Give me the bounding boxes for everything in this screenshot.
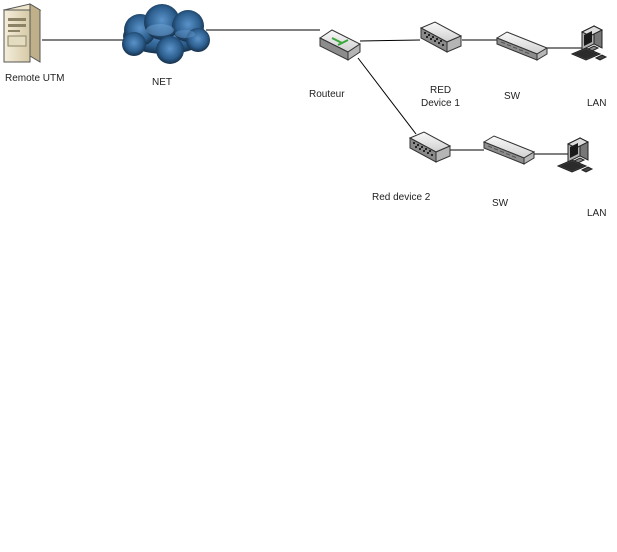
label-remote-utm: Remote UTM (5, 73, 64, 84)
router-icon (319, 29, 361, 61)
switch-icon (483, 135, 535, 165)
switch-icon (496, 31, 548, 61)
label-sw1: SW (504, 91, 521, 102)
workstation-icon (557, 137, 593, 173)
cloud-icon (122, 4, 210, 64)
server-icon (2, 3, 42, 63)
link-router-red1 (359, 39, 421, 42)
label-red1-line2: Device 1 (421, 98, 460, 109)
label-sw2: SW (492, 198, 509, 209)
label-lan2: LAN (587, 208, 606, 219)
label-lan1: LAN (587, 98, 606, 109)
red-device-icon (420, 21, 462, 53)
label-red1-line1: RED (430, 85, 451, 96)
link-router-red2 (357, 57, 417, 135)
label-red2: Red device 2 (372, 192, 431, 203)
red-device-icon (409, 131, 451, 163)
label-net: NET (152, 77, 172, 88)
label-router: Routeur (309, 89, 345, 100)
workstation-icon (571, 25, 607, 61)
links (42, 29, 586, 155)
